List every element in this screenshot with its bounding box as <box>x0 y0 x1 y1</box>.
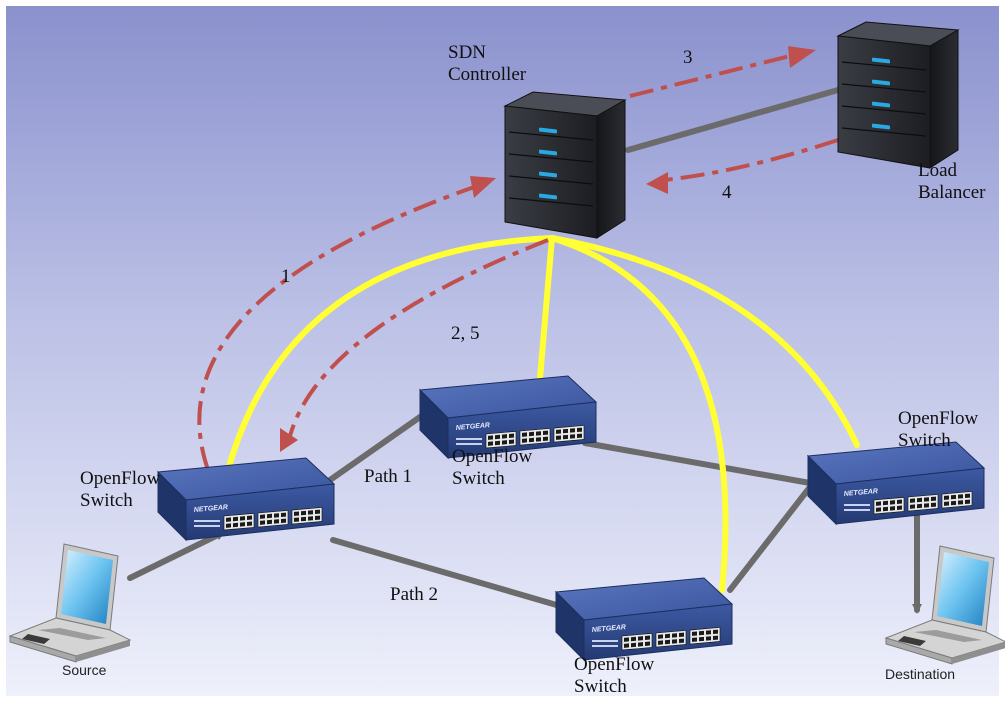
step-4-label: 4 <box>722 182 732 203</box>
controller-label-line2: Controller <box>448 64 527 85</box>
control-link-middle-switch <box>537 235 555 381</box>
server-icon <box>837 21 959 169</box>
switch-right-label-line1: OpenFlow <box>898 408 979 429</box>
load-balancer-label: Load Balancer <box>918 160 986 204</box>
switch-bottom-label-line2: Switch <box>574 676 627 697</box>
control-link-left-switch <box>225 235 555 473</box>
switch-right-label: OpenFlow Switch <box>898 408 978 452</box>
switch-bottom-label: OpenFlow Switch <box>574 654 654 698</box>
path-1-label: Path 1 <box>364 466 413 487</box>
switch-middle-label-line1: OpenFlow <box>452 446 533 467</box>
source-label: Source <box>62 662 107 678</box>
switch-left-label-line1: OpenFlow <box>80 468 161 489</box>
sdn-controller-label: SDN Controller <box>448 42 526 86</box>
arrow-icon <box>788 46 816 68</box>
background-panel <box>6 6 999 696</box>
controller-label-line1: SDN <box>448 42 487 63</box>
message-arrowheads <box>280 46 816 452</box>
source-to-switch-arrow <box>127 530 226 581</box>
path-2-link-a <box>330 537 563 609</box>
arrow-icon <box>646 172 668 194</box>
step-3-label: 3 <box>683 47 693 68</box>
switch-right-label-line2: Switch <box>898 430 951 451</box>
switch-bottom-label-line1: OpenFlow <box>574 654 655 675</box>
arrow-icon <box>470 176 496 198</box>
controller-loadbalancer-link <box>625 85 848 153</box>
switch-left-label-line2: Switch <box>80 490 133 511</box>
switch-middle-label-line2: Switch <box>452 468 505 489</box>
path-1-link-a <box>327 407 433 483</box>
path-2-label: Path 2 <box>390 584 439 605</box>
openflow-messages <box>197 54 839 471</box>
message-3-path <box>629 54 791 98</box>
message-1-path <box>197 183 481 471</box>
data-links <box>127 85 922 614</box>
control-link-right-switch <box>549 235 860 448</box>
destination-label: Destination <box>885 666 956 682</box>
load-balancer-label-line1: Load <box>918 160 958 181</box>
switch-left-label: OpenFlow Switch <box>80 468 160 512</box>
step-2-5-label: 2, 5 <box>451 323 480 344</box>
arrow-icon <box>280 428 298 452</box>
switch-middle-label: OpenFlow Switch <box>452 446 532 490</box>
message-4-path <box>663 138 839 182</box>
control-links <box>225 235 860 593</box>
server-icon <box>504 91 626 239</box>
path-1-link-b <box>582 440 813 486</box>
load-balancer-label-line2: Balancer <box>918 182 986 203</box>
message-2-5-path <box>288 238 549 437</box>
step-1-label: 1 <box>281 266 291 287</box>
path-2-link-b <box>727 484 813 593</box>
control-link-bottom-switch <box>549 235 729 593</box>
